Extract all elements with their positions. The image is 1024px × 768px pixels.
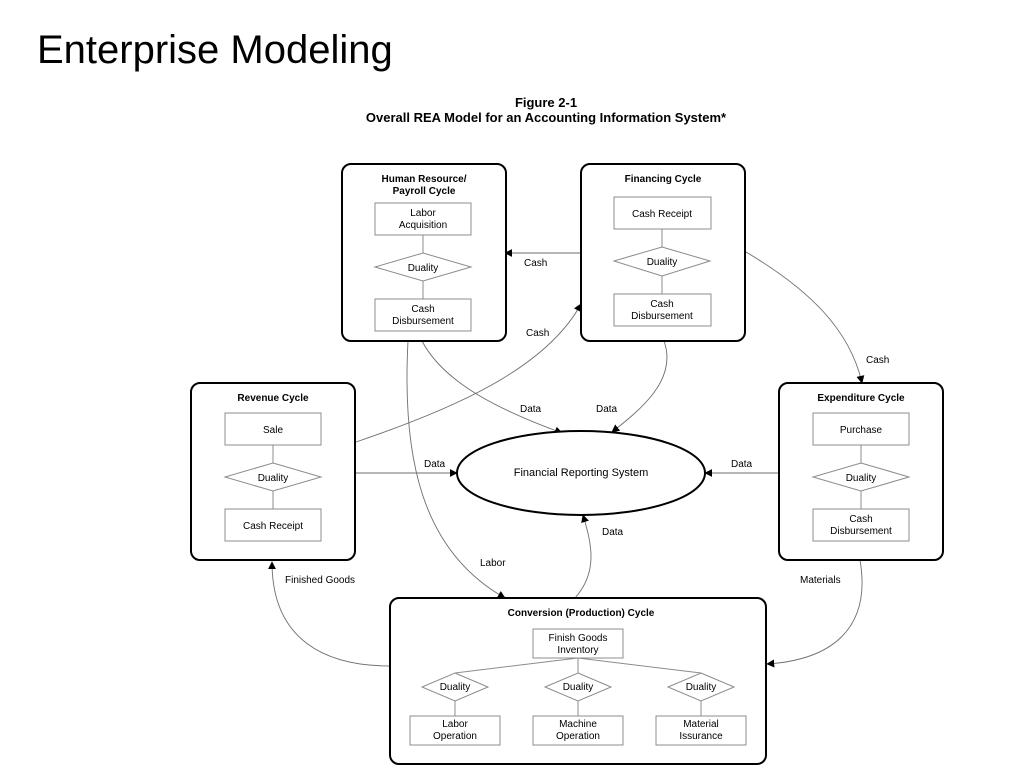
flow-hr-to-conversion xyxy=(406,340,506,599)
duality-label: Duality xyxy=(408,263,439,274)
entity-cash-receipt xyxy=(613,196,712,230)
flow-conversion-to-revenue xyxy=(268,561,391,667)
duality-diamond xyxy=(811,462,911,492)
entity-label-line1: Labor xyxy=(410,208,436,219)
cycle-expenditure: Expenditure Cycle Purchase Duality Cash … xyxy=(778,382,944,561)
entity-label-line2: Disbursement xyxy=(830,526,892,537)
entity-label-line1: Labor xyxy=(442,719,468,730)
entity-label-line1: Machine xyxy=(559,719,597,730)
entity-label: Cash Receipt xyxy=(632,209,692,220)
entity-material-issurance xyxy=(655,715,747,746)
cycle-title: Conversion (Production) Cycle xyxy=(508,608,655,619)
flow-lines xyxy=(268,249,865,668)
label-data-financing: Data xyxy=(596,404,618,415)
entity-machine-operation xyxy=(532,715,624,746)
entity-cash-disbursement xyxy=(613,293,712,327)
financial-reporting-system: Financial Reporting System xyxy=(456,430,706,516)
label-cash-revenue-financing: Cash xyxy=(526,328,549,339)
label-labor: Labor xyxy=(480,558,506,569)
entity-sale xyxy=(224,412,322,446)
label-finished-goods: Finished Goods xyxy=(285,575,355,586)
cycle-financing: Financing Cycle Cash Receipt Duality Cas… xyxy=(580,163,746,342)
entity-cash-disbursement xyxy=(374,298,472,332)
entity-label: Cash Receipt xyxy=(243,521,303,532)
duality-label: Duality xyxy=(258,473,289,484)
cycle-title-line2: Payroll Cycle xyxy=(393,186,456,197)
duality-diamond-labor xyxy=(420,672,490,702)
flow-revenue-to-financing xyxy=(355,303,582,443)
duality-diamond-material xyxy=(666,672,736,702)
slide-title: Enterprise Modeling xyxy=(37,28,393,72)
duality-label: Duality xyxy=(846,473,877,484)
duality-diamond-machine xyxy=(543,672,613,702)
duality-diamond xyxy=(612,246,712,277)
entity-label-line1: Cash xyxy=(411,304,434,315)
entity-label-line2: Operation xyxy=(433,731,477,742)
entity-cash-disbursement xyxy=(812,508,910,542)
entity-label-line2: Disbursement xyxy=(631,311,693,322)
cycle-conversion-production: Conversion (Production) Cycle Finish Goo… xyxy=(389,597,767,765)
entity-label-line1: Cash xyxy=(650,299,673,310)
entity-label-line2: Inventory xyxy=(557,645,598,656)
entity-label: Sale xyxy=(263,425,283,436)
entity-label-line2: Issurance xyxy=(679,731,723,742)
cycle-title: Expenditure Cycle xyxy=(817,393,905,404)
cycle-human-resource-payroll: Human Resource/ Payroll Cycle Labor Acqu… xyxy=(341,163,507,342)
cycle-title: Financing Cycle xyxy=(625,174,702,185)
entity-cash-receipt xyxy=(224,508,322,542)
label-cash-financing-expenditure: Cash xyxy=(866,355,889,366)
entity-label-line2: Acquisition xyxy=(399,220,447,231)
cycle-revenue: Revenue Cycle Sale Duality Cash Receipt xyxy=(190,382,356,561)
entity-label-line2: Disbursement xyxy=(392,316,454,327)
entity-finish-goods-inventory xyxy=(532,628,624,659)
duality-label: Duality xyxy=(647,257,678,268)
entity-labor-acquisition xyxy=(374,202,472,236)
entity-label-line1: Material xyxy=(683,719,719,730)
frs-label: Financial Reporting System xyxy=(514,467,649,479)
entity-purchase xyxy=(812,412,910,446)
entity-labor-operation xyxy=(409,715,501,746)
duality-label: Duality xyxy=(686,682,717,693)
label-materials: Materials xyxy=(800,575,841,586)
entity-label-line1: Cash xyxy=(849,514,872,525)
duality-label: Duality xyxy=(440,682,471,693)
flow-financing-to-frs xyxy=(611,340,668,433)
label-data-hr: Data xyxy=(520,404,542,415)
entity-label: Purchase xyxy=(840,425,883,436)
cycle-title: Revenue Cycle xyxy=(237,393,309,404)
flow-hr-to-frs xyxy=(421,340,563,435)
duality-label: Duality xyxy=(563,682,594,693)
label-data-expenditure: Data xyxy=(731,459,753,470)
figure-number: Figure 2-1 xyxy=(515,95,577,110)
entity-label-line2: Operation xyxy=(556,731,600,742)
flow-financing-to-expenditure xyxy=(745,251,865,384)
entity-label-line1: Finish Goods xyxy=(549,633,608,644)
duality-diamond xyxy=(373,252,473,282)
label-data-conversion: Data xyxy=(602,527,624,538)
cycle-title-line1: Human Resource/ xyxy=(381,174,466,185)
label-cash-financing-hr: Cash xyxy=(524,258,547,269)
label-data-revenue: Data xyxy=(424,459,446,470)
flow-expenditure-to-conversion xyxy=(766,559,863,668)
frs-ellipse xyxy=(456,430,706,516)
flow-conversion-to-frs xyxy=(574,514,592,599)
duality-diamond xyxy=(223,462,323,492)
figure-caption: Overall REA Model for an Accounting Info… xyxy=(366,110,727,125)
